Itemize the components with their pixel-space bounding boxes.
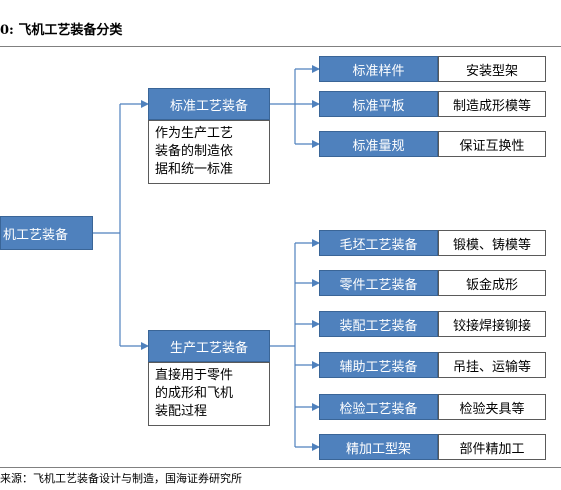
detail-part-tooling: 钣金成形	[438, 270, 546, 296]
item-finishing-jig: 精加工型架	[319, 434, 438, 460]
group-standard-desc: 作为生产工艺 装备的制造依 据和统一标准	[148, 120, 270, 184]
detail-standard-gauge: 保证互换性	[438, 131, 546, 157]
item-standard-plate: 标准平板	[319, 91, 438, 117]
desc-line: 作为生产工艺	[155, 126, 234, 141]
item-part-tooling: 零件工艺装备	[319, 270, 438, 296]
source-note: 来源：飞机工艺装备设计与制造，国海证券研究所	[0, 472, 242, 485]
desc-line: 装配过程	[155, 404, 208, 419]
detail-standard-sample: 安装型架	[438, 56, 546, 82]
item-inspection-tooling: 检验工艺装备	[319, 394, 438, 420]
detail-blank-tooling: 锻模、铸模等	[438, 230, 546, 256]
item-assembly-tooling: 装配工艺装备	[319, 311, 438, 337]
bottom-rule	[0, 467, 561, 468]
top-rule	[0, 46, 561, 47]
detail-finishing-jig: 部件精加工	[438, 434, 546, 460]
detail-assembly-tooling: 铰接焊接铆接	[438, 311, 546, 337]
item-standard-sample: 标准样件	[319, 56, 438, 82]
group-production-desc: 直接用于零件 的成形和飞机 装配过程	[148, 362, 270, 426]
desc-line: 据和统一标准	[155, 162, 234, 177]
figure-title: 0: 飞机工艺装备分类	[0, 23, 123, 38]
group-production-box: 生产工艺装备	[148, 330, 270, 362]
group-standard-box: 标准工艺装备	[148, 88, 270, 120]
item-blank-tooling: 毛坯工艺装备	[319, 230, 438, 256]
desc-line: 的成形和飞机	[155, 386, 234, 401]
item-auxiliary-tooling: 辅助工艺装备	[319, 352, 438, 378]
detail-inspection-tooling: 检验夹具等	[438, 394, 546, 420]
detail-standard-plate: 制造成形模等	[438, 91, 546, 117]
desc-line: 装备的制造依	[155, 144, 234, 159]
root-box: 机工艺装备	[0, 216, 93, 250]
item-standard-gauge: 标准量规	[319, 131, 438, 157]
detail-auxiliary-tooling: 吊挂、运输等	[438, 352, 546, 378]
desc-line: 直接用于零件	[155, 368, 234, 383]
